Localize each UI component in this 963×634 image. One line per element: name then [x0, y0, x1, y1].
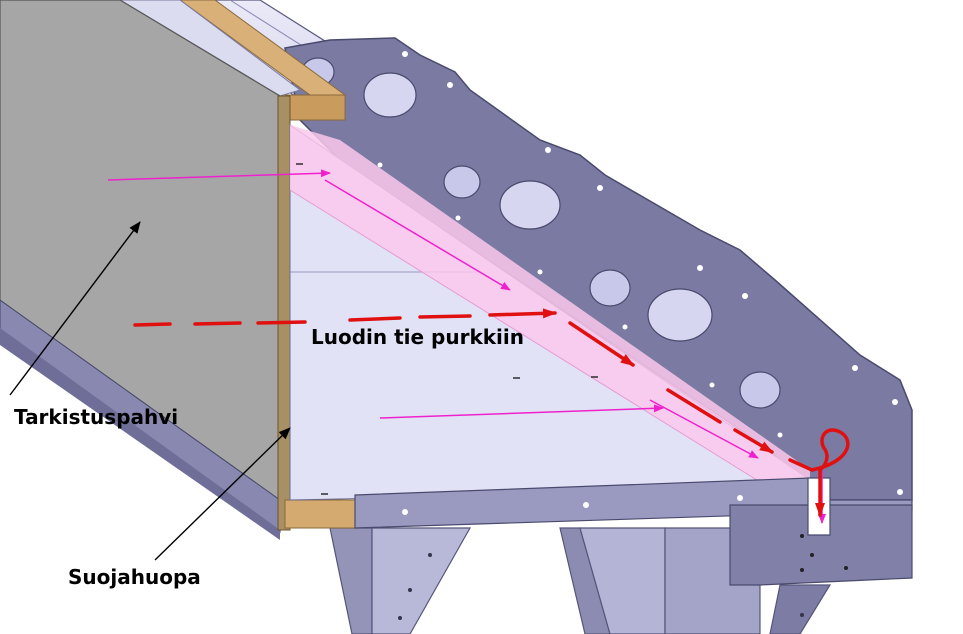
magenta-arrow-2 — [324, 179, 511, 291]
label-bullet-path: Luodin tie purkkiin — [311, 325, 524, 349]
projectile-flow-arrows — [107, 169, 826, 524]
impact-zone — [289, 125, 810, 483]
bottom-rail — [354, 477, 913, 586]
support-legs — [329, 527, 832, 634]
magenta-arrow-1 — [107, 169, 331, 181]
label-inspection-board: Tarkistuspahvi — [14, 405, 178, 429]
frame-rail — [284, 37, 913, 501]
bullet-spiral — [788, 428, 850, 517]
leader-lines — [9, 221, 291, 561]
magenta-arrow-4 — [649, 399, 759, 459]
inspection-panel — [0, 0, 281, 540]
bullet-path — [133, 308, 850, 517]
label-protective-pit: Suojahuopa — [68, 565, 201, 589]
leader-inspection — [9, 221, 141, 396]
panel-marks — [296, 163, 598, 495]
magenta-arrow-3 — [379, 404, 664, 419]
wooden-post — [277, 95, 356, 531]
leader-protective — [154, 427, 291, 561]
